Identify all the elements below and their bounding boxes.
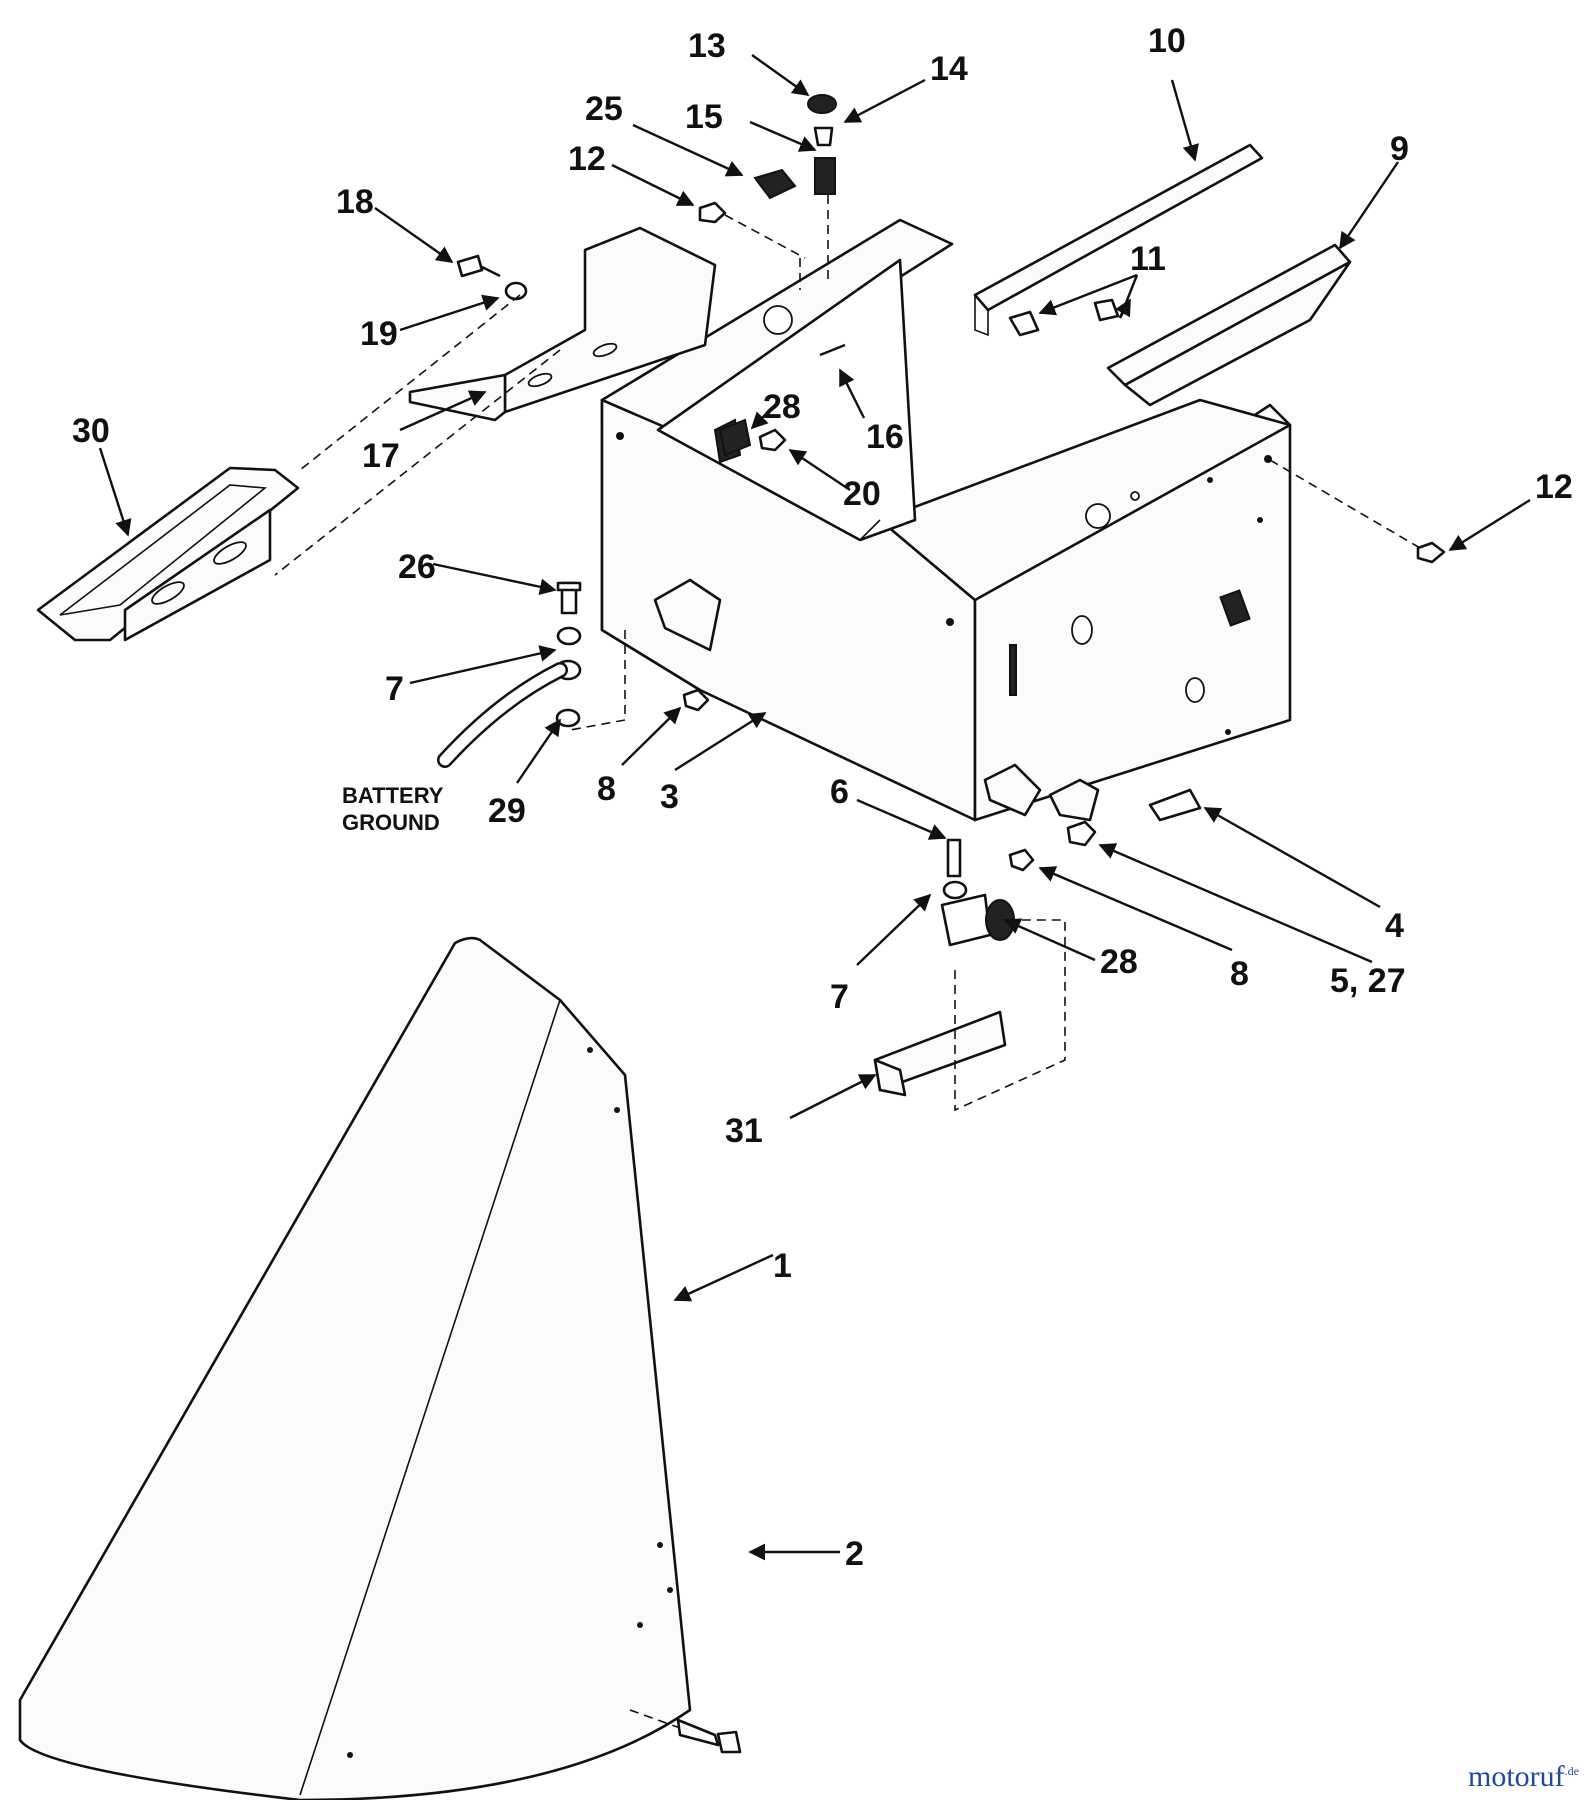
callout-16: 16 — [866, 418, 904, 456]
callout-10: 10 — [1148, 22, 1186, 60]
callout-28-upper: 28 — [763, 388, 801, 426]
assembly-guide-lines — [274, 195, 1421, 1729]
callout-20: 20 — [843, 475, 881, 513]
cover-panel-part-1 — [18, 936, 692, 1800]
slide-bracket-part-30 — [36, 466, 300, 642]
callout-17: 17 — [362, 437, 400, 475]
callout-28-lower: 28 — [1100, 943, 1138, 981]
callout-31: 31 — [725, 1112, 763, 1150]
battery-ground-line1: BATTERY — [342, 783, 444, 808]
callout-2: 2 — [845, 1535, 864, 1573]
callout-25: 25 — [585, 90, 623, 128]
callout-labels: 13 14 15 25 12 10 9 11 18 19 17 16 28 20… — [72, 22, 1573, 1573]
callout-13: 13 — [688, 27, 726, 65]
callout-29: 29 — [488, 792, 526, 830]
callout-3: 3 — [660, 778, 679, 816]
callout-12-right: 12 — [1535, 468, 1573, 506]
callout-9: 9 — [1390, 130, 1409, 168]
callout-8-lower: 8 — [1230, 955, 1249, 993]
callout-11: 11 — [1130, 240, 1166, 278]
callout-7-left: 7 — [385, 670, 404, 708]
callout-5-27: 5, 27 — [1330, 962, 1406, 1000]
battery-ground-line2: GROUND — [342, 810, 440, 835]
brand-watermark: motoruf.de — [1468, 1760, 1579, 1794]
hardware-parts — [437, 94, 1446, 1754]
callout-12-upper: 12 — [568, 140, 606, 178]
rail-part-10 — [973, 143, 1264, 337]
callout-30: 30 — [72, 412, 110, 450]
callout-6: 6 — [830, 773, 849, 811]
leader-arrows — [98, 54, 1531, 1561]
brand-name: motoruf — [1468, 1760, 1565, 1793]
callout-19: 19 — [360, 315, 398, 353]
callout-4: 4 — [1385, 907, 1404, 945]
callout-7-lower: 7 — [830, 978, 849, 1016]
callout-15: 15 — [685, 98, 723, 136]
brand-suffix: .de — [1564, 1764, 1579, 1778]
callout-14: 14 — [930, 50, 968, 88]
frame-box-part-3 — [600, 218, 1292, 822]
callout-1: 1 — [773, 1247, 792, 1285]
channel-bracket-part-17 — [408, 226, 717, 422]
hold-down-bracket-part-31 — [873, 1010, 1007, 1097]
callout-26: 26 — [398, 548, 436, 586]
rail-part-9 — [1106, 243, 1352, 407]
callout-8-left: 8 — [597, 770, 616, 808]
callout-18: 18 — [336, 183, 374, 221]
